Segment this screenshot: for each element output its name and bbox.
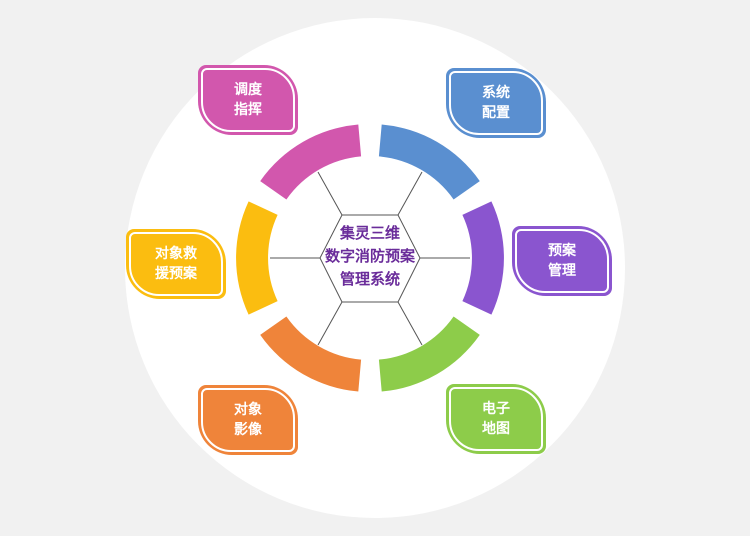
- module-object-image[interactable]: 对象影像: [198, 385, 298, 455]
- module-object-rescue[interactable]: 对象救援预案: [126, 229, 226, 299]
- center-title: 集灵三维 数字消防预案 管理系统: [320, 222, 420, 291]
- arc-segment-object-image: [260, 316, 362, 392]
- module-label: 调度: [234, 82, 262, 98]
- module-label: 影像: [234, 422, 262, 438]
- arc-segment-e-map: [378, 316, 480, 392]
- spoke-line: [317, 171, 343, 216]
- module-label: 地图: [482, 421, 510, 437]
- arc-segment-dispatch: [260, 124, 362, 200]
- module-label: 配置: [482, 105, 510, 121]
- module-label: 管理: [548, 263, 576, 279]
- module-label: 电子: [482, 401, 510, 417]
- arc-segment-plan-manage: [462, 201, 504, 315]
- arc-segment-object-rescue: [236, 201, 278, 315]
- center-line-2: 数字消防预案: [324, 247, 415, 265]
- spoke-line: [397, 171, 423, 216]
- module-label: 预案: [548, 243, 576, 259]
- center-line-1: 集灵三维: [339, 224, 400, 242]
- module-dispatch[interactable]: 调度指挥: [198, 65, 298, 135]
- module-label: 指挥: [234, 102, 262, 118]
- module-label: 对象: [234, 402, 262, 418]
- module-label: 系统: [482, 85, 510, 101]
- module-system-config[interactable]: 系统配置: [446, 68, 546, 138]
- module-label: 对象救: [155, 246, 197, 262]
- center-line-3: 管理系统: [339, 270, 400, 288]
- module-e-map[interactable]: 电子地图: [446, 384, 546, 454]
- module-label: 援预案: [155, 266, 197, 282]
- arc-segment-system-config: [378, 124, 480, 200]
- spoke-line: [397, 301, 423, 346]
- spoke-line: [317, 301, 343, 346]
- module-plan-manage[interactable]: 预案管理: [512, 226, 612, 296]
